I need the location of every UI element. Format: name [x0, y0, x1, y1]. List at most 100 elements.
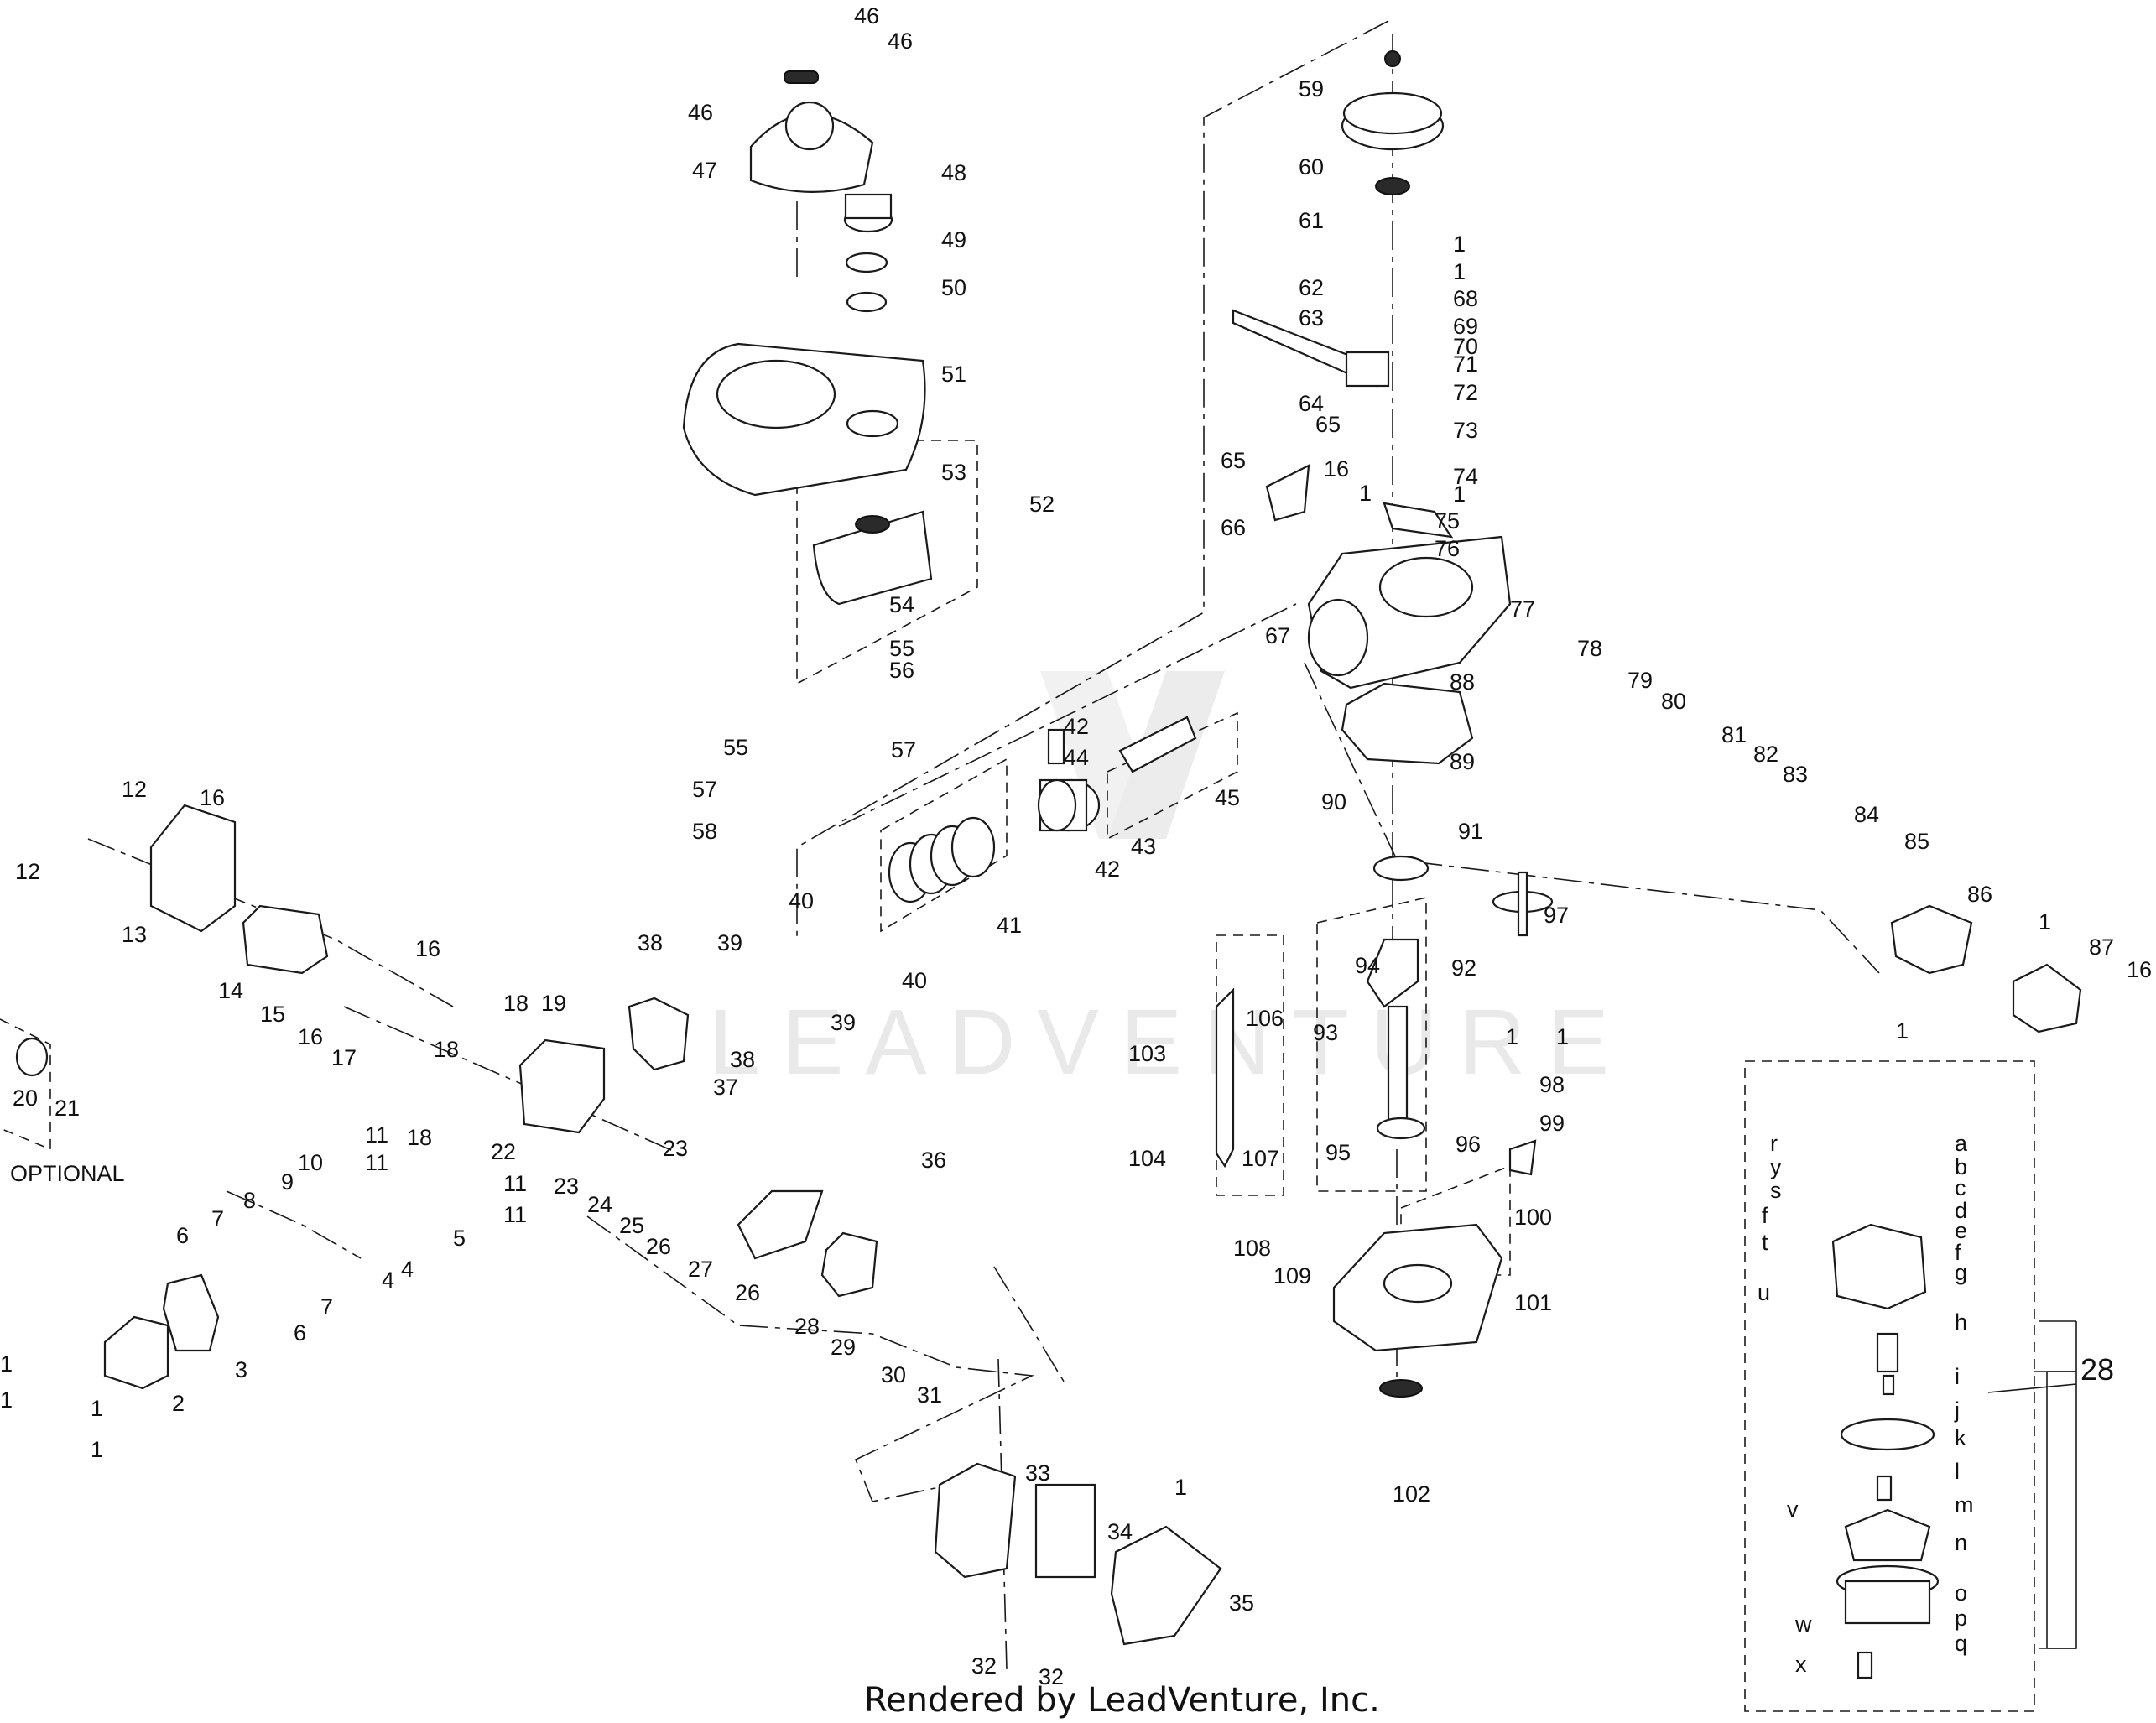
footer-credit: Rendered by LeadVenture, Inc.: [864, 1681, 1380, 1720]
callout-1: 1: [1359, 481, 1372, 506]
callout-50: 50: [941, 275, 966, 300]
callout-72: 72: [1453, 380, 1478, 405]
callout-4: 4: [382, 1268, 394, 1293]
callout-1: 1: [1453, 259, 1466, 284]
callout-4: 4: [401, 1257, 414, 1282]
starter-handle: [784, 70, 819, 84]
callout-1: 1: [91, 1396, 103, 1421]
callout-95: 95: [1325, 1140, 1351, 1165]
callout-1: 1: [91, 1437, 103, 1462]
connecting-rod: [1118, 716, 1197, 773]
control-bracket: [1890, 904, 1973, 975]
cylinder-baffle: [737, 1189, 824, 1260]
callout-80: 80: [1661, 689, 1686, 714]
callout-84: 84: [1854, 802, 1879, 827]
valve-cover-gasket: [162, 1273, 220, 1352]
callout-108: 108: [1233, 1236, 1271, 1261]
callout-30: 30: [881, 1362, 906, 1387]
callout-1: 1: [1453, 232, 1466, 257]
callout-8: 8: [243, 1188, 256, 1213]
callout-q: q: [1955, 1631, 1967, 1656]
callout-64: 64: [1299, 391, 1324, 416]
callout-104: 104: [1128, 1146, 1166, 1171]
callout-57: 57: [692, 777, 717, 802]
callout-3: 3: [235, 1357, 247, 1382]
callout-k: k: [1955, 1425, 1966, 1450]
callout-56: 56: [889, 658, 914, 683]
callout-65: 65: [1221, 448, 1246, 473]
callout-c: c: [1955, 1175, 1966, 1200]
callout-78: 78: [1577, 636, 1602, 661]
callout-55: 55: [723, 735, 748, 760]
callout-n: n: [1955, 1530, 1967, 1555]
callout-37: 37: [713, 1075, 738, 1100]
callout-19: 19: [541, 991, 566, 1016]
callout-26: 26: [646, 1234, 671, 1259]
callout-73: 73: [1453, 418, 1478, 443]
callout-65: 65: [1315, 412, 1341, 437]
callout-v: v: [1787, 1497, 1799, 1522]
callout-t: t: [1762, 1230, 1768, 1255]
callout-40: 40: [902, 968, 927, 993]
callout-86: 86: [1967, 882, 1992, 907]
callout-41: 41: [997, 913, 1022, 938]
callout-11: 11: [503, 1202, 527, 1227]
callout-90: 90: [1321, 789, 1346, 815]
callout-o: o: [1955, 1580, 1967, 1606]
callout-28: 28: [2080, 1352, 2114, 1387]
callout-61: 61: [1299, 208, 1324, 233]
callout-93: 93: [1313, 1020, 1338, 1045]
callout-i: i: [1955, 1364, 1960, 1389]
callout-76: 76: [1435, 536, 1460, 561]
subassembly-boxes: [0, 440, 2035, 1712]
cylinder-head: [518, 1038, 606, 1134]
callout-18: 18: [434, 1037, 459, 1062]
callout-46: 46: [888, 29, 913, 54]
optional-label: OPTIONAL: [10, 1161, 125, 1186]
callout-94: 94: [1355, 953, 1380, 978]
callout-82: 82: [1753, 742, 1778, 767]
callout-13: 13: [122, 922, 147, 947]
callout-1: 1: [0, 1351, 13, 1377]
callout-102: 102: [1393, 1481, 1430, 1507]
callout-a: a: [1955, 1131, 1968, 1156]
callout-w: w: [1794, 1611, 1812, 1637]
callout-39: 39: [831, 1010, 856, 1035]
callout-24: 24: [587, 1192, 612, 1217]
carburetor-detail-box: [1744, 1060, 2035, 1712]
callout-77: 77: [1510, 596, 1535, 622]
callout-62: 62: [1299, 275, 1324, 300]
callout-69: 69: [1453, 314, 1478, 339]
callout-47: 47: [692, 158, 717, 183]
callout-88: 88: [1450, 669, 1475, 695]
callout-9: 9: [281, 1169, 294, 1195]
callout-75: 75: [1435, 508, 1460, 534]
callout-1: 1: [2039, 909, 2051, 934]
crankcase-gasket: [1341, 682, 1474, 765]
callout-103: 103: [1128, 1041, 1166, 1066]
callout-107: 107: [1242, 1146, 1279, 1171]
callout-r: r: [1770, 1131, 1778, 1156]
callout-35: 35: [1229, 1590, 1254, 1616]
callout-14: 14: [218, 978, 243, 1003]
callout-h: h: [1955, 1309, 1967, 1335]
head-gasket: [628, 997, 690, 1071]
callout-34: 34: [1107, 1519, 1133, 1544]
callout-71: 71: [1453, 351, 1478, 377]
callout-98: 98: [1539, 1072, 1565, 1097]
callout-11: 11: [503, 1171, 527, 1196]
callout-1: 1: [1506, 1024, 1518, 1049]
crankshaft: [1366, 938, 1419, 1008]
callout-32: 32: [971, 1653, 997, 1679]
callout-5: 5: [453, 1226, 466, 1251]
callout-x: x: [1795, 1652, 1807, 1677]
callout-38: 38: [638, 930, 663, 955]
callout-27: 27: [688, 1257, 713, 1282]
callout-100: 100: [1514, 1205, 1552, 1230]
parts: [15, 50, 2082, 1679]
carburetor-detail-parts: [1831, 1223, 1940, 1679]
callout-45: 45: [1215, 785, 1240, 810]
callout-83: 83: [1783, 762, 1808, 787]
air-filter-base: [934, 1462, 1017, 1579]
callout-23: 23: [663, 1136, 688, 1161]
